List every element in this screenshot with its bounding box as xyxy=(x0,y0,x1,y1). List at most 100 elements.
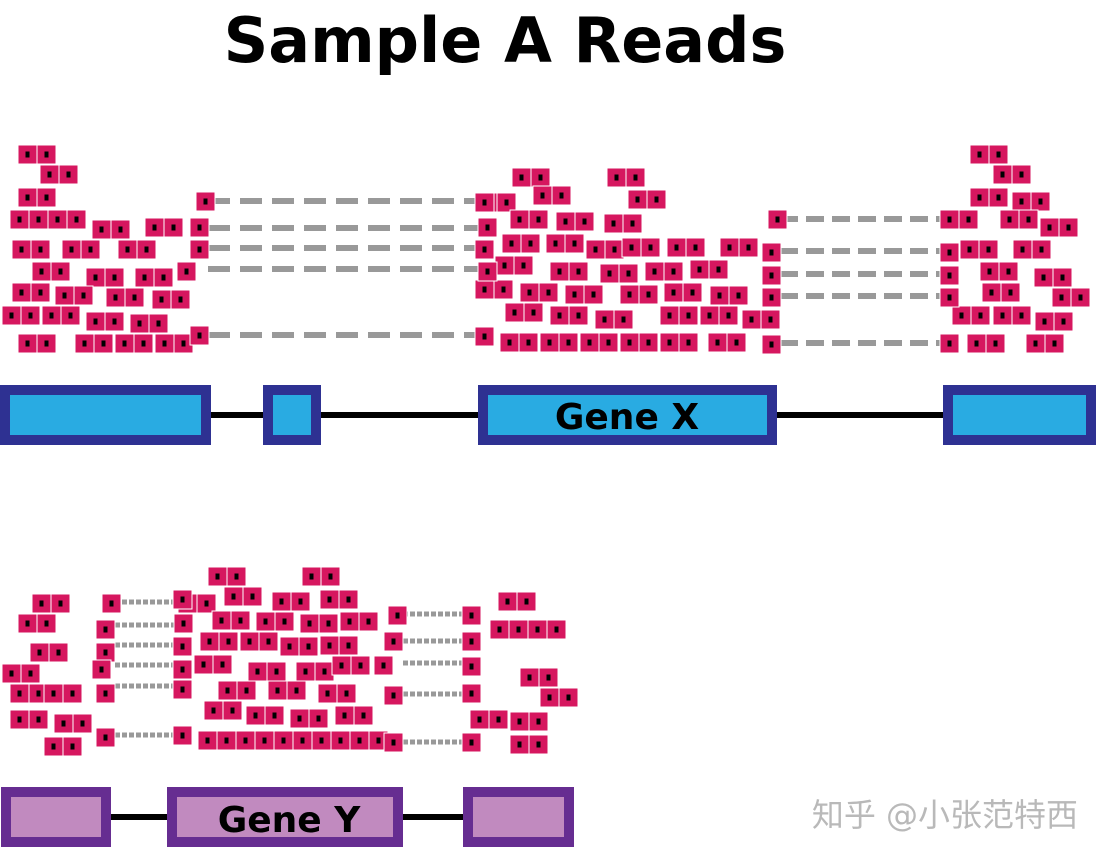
read-marker xyxy=(300,737,305,744)
read-marker xyxy=(51,690,56,697)
read-marker xyxy=(122,340,127,347)
read-marker xyxy=(635,196,640,203)
read-marker xyxy=(1059,294,1064,301)
read-marker xyxy=(469,690,474,697)
read-marker xyxy=(582,218,587,225)
read-marker xyxy=(947,294,952,301)
read-marker xyxy=(717,292,722,299)
read-marker xyxy=(132,294,137,301)
read-marker xyxy=(1047,224,1052,231)
read-marker xyxy=(531,309,536,316)
read-marker xyxy=(112,318,117,325)
read-marker xyxy=(344,690,349,697)
read-marker xyxy=(9,670,14,677)
gene-x-exon-2 xyxy=(263,385,321,445)
read-marker xyxy=(25,340,30,347)
diagram-title: Sample A Reads xyxy=(224,4,787,77)
read-marker xyxy=(749,316,754,323)
read-marker xyxy=(553,240,558,247)
read-marker xyxy=(648,244,653,251)
read-marker xyxy=(395,612,400,619)
read-marker xyxy=(646,291,651,298)
read-marker xyxy=(69,246,74,253)
read-marker xyxy=(502,262,507,269)
read-marker xyxy=(125,246,130,253)
read-marker xyxy=(156,320,161,327)
read-marker xyxy=(978,312,983,319)
gene-y-exon-3 xyxy=(463,787,574,847)
read-marker xyxy=(244,687,249,694)
read-marker xyxy=(686,339,691,346)
read-marker xyxy=(28,312,33,319)
read-marker xyxy=(1060,274,1065,281)
read-marker xyxy=(281,737,286,744)
read-marker xyxy=(947,272,952,279)
read-marker xyxy=(987,268,992,275)
read-marker xyxy=(630,220,635,227)
read-marker xyxy=(482,286,487,293)
read-marker xyxy=(512,309,517,316)
read-marker xyxy=(93,274,98,281)
read-marker xyxy=(966,216,971,223)
read-marker xyxy=(469,739,474,746)
read-marker xyxy=(113,294,118,301)
read-marker xyxy=(44,340,49,347)
read-marker xyxy=(947,249,952,256)
read-pileups xyxy=(1,144,1091,757)
watermark: 知乎 @小张范特西 xyxy=(812,796,1078,834)
read-marker xyxy=(309,573,314,580)
read-marker xyxy=(517,216,522,223)
read-marker xyxy=(68,312,73,319)
read-marker xyxy=(118,226,123,233)
read-marker xyxy=(142,274,147,281)
read-marker xyxy=(103,626,108,633)
read-marker xyxy=(279,598,284,605)
read-marker xyxy=(66,171,71,178)
read-marker xyxy=(587,339,592,346)
read-marker xyxy=(768,316,773,323)
read-marker xyxy=(112,274,117,281)
read-marker xyxy=(469,663,474,670)
read-marker xyxy=(81,292,86,299)
read-marker xyxy=(184,268,189,275)
read-marker xyxy=(74,216,79,223)
read-marker xyxy=(25,151,30,158)
read-marker xyxy=(535,626,540,633)
read-marker xyxy=(37,649,42,656)
read-marker xyxy=(576,312,581,319)
read-marker xyxy=(536,741,541,748)
read-marker xyxy=(1038,198,1043,205)
read-marker xyxy=(381,662,386,669)
read-marker xyxy=(255,668,260,675)
read-marker xyxy=(1019,198,1024,205)
read-marker xyxy=(654,196,659,203)
read-marker xyxy=(17,690,22,697)
read-marker xyxy=(517,741,522,748)
read-marker xyxy=(769,249,774,256)
read-marker xyxy=(527,289,532,296)
read-marker xyxy=(546,674,551,681)
read-marker xyxy=(44,151,49,158)
read-marker xyxy=(109,600,114,607)
read-marker xyxy=(231,593,236,600)
read-marker xyxy=(1000,171,1005,178)
read-marker xyxy=(1042,318,1047,325)
read-marker xyxy=(519,174,524,181)
read-marker xyxy=(1061,318,1066,325)
read-marker xyxy=(540,192,545,199)
read-marker xyxy=(226,638,231,645)
read-marker xyxy=(391,692,396,699)
read-marker xyxy=(977,194,982,201)
read-marker xyxy=(346,596,351,603)
read-marker xyxy=(342,712,347,719)
read-marker xyxy=(671,289,676,296)
read-marker xyxy=(303,668,308,675)
read-marker xyxy=(1019,171,1024,178)
read-marker xyxy=(557,312,562,319)
read-marker xyxy=(327,596,332,603)
read-marker xyxy=(366,618,371,625)
read-marker xyxy=(243,737,248,744)
read-marker xyxy=(736,292,741,299)
read-marker xyxy=(44,194,49,201)
